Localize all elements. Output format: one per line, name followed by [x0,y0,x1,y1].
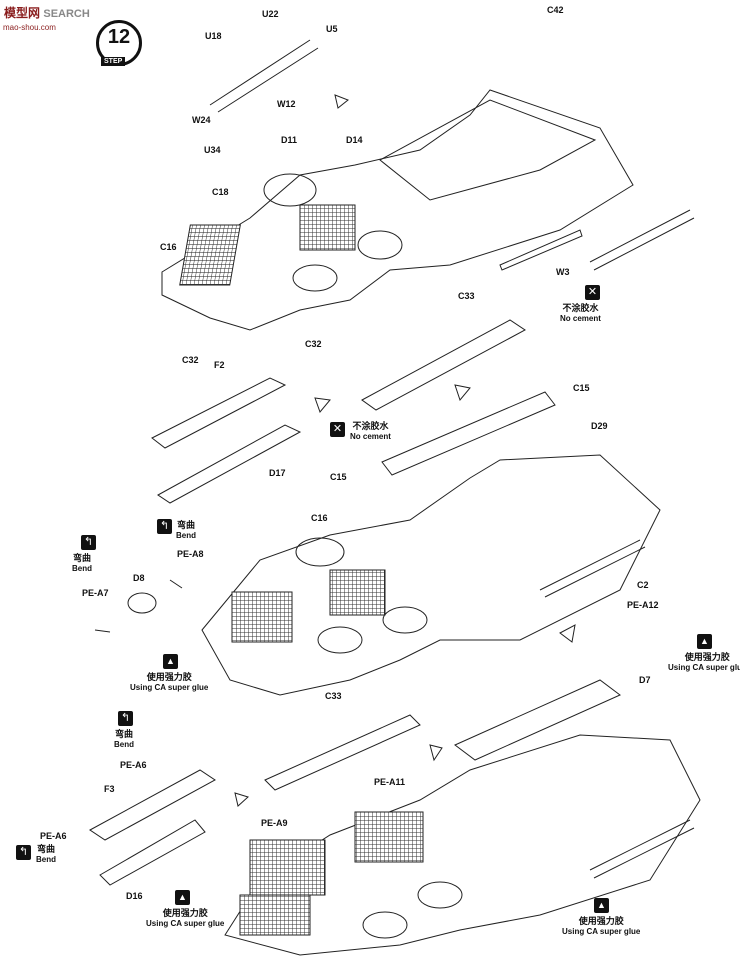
step-badge: 12 STEP [96,20,142,66]
bend-icon [81,535,96,550]
panel-d16 [99,819,206,886]
no-cement-icon [585,285,600,300]
part-label-c15: C15 [330,472,347,482]
panel-f3 [89,769,216,841]
bend-icon [16,845,31,860]
part-label-d8: D8 [133,573,145,583]
part-label-d29: D29 [591,421,608,431]
part-label-c42: C42 [547,5,564,15]
glue-icon [594,898,609,913]
hull-middle [201,454,661,696]
panel-d17 [157,424,302,504]
part-label-d16: D16 [126,891,143,901]
part-label-c32: C32 [182,355,199,365]
part-label-u18: U18 [205,31,222,41]
part-label-c16: C16 [311,513,328,523]
part-label-c33: C33 [458,291,475,301]
part-label-pe-a6: PE-A6 [40,831,67,841]
part-label-u34: U34 [204,145,221,155]
part-label-pe-a11: PE-A11 [374,777,406,787]
part-label-w3: W3 [556,267,570,277]
step-label: STEP [101,57,126,66]
panel-c33-bottom [264,714,421,791]
hull-bottom [224,734,701,956]
part-label-c15: C15 [573,383,590,393]
part-label-d7: D7 [639,675,651,685]
panel-f2 [151,377,287,449]
bend-icon [157,519,172,534]
part-label-f3: F3 [104,784,115,794]
part-label-c18: C18 [212,187,229,197]
part-label-u5: U5 [326,24,338,34]
panel-c33-mid [381,391,556,476]
part-label-c33: C33 [325,691,342,701]
part-label-pe-a6: PE-A6 [120,760,147,770]
glue-icon [163,654,178,669]
part-label-w24: W24 [192,115,211,125]
glue-icon [175,890,190,905]
step-number: 12 [107,26,131,48]
no-cement-icon [330,422,345,437]
part-label-w12: W12 [277,99,296,109]
part-label-u22: U22 [262,9,279,19]
part-label-c2: C2 [637,580,649,590]
part-label-pe-a7: PE-A7 [82,588,109,598]
part-label-d14: D14 [346,135,363,145]
part-label-pe-a9: PE-A9 [261,818,288,828]
part-label-pe-a12: PE-A12 [627,600,659,610]
part-label-d11: D11 [281,135,298,145]
watermark-logo: 模型网 SEARCH [4,6,90,20]
panel-c33-top [361,319,526,411]
part-label-d17: D17 [269,468,286,478]
part-label-c32: C32 [305,339,322,349]
glue-icon [697,634,712,649]
hull-top [161,89,634,331]
part-label-pe-a8: PE-A8 [177,549,204,559]
part-label-f2: F2 [214,360,225,370]
bend-icon [118,711,133,726]
part-label-c16: C16 [160,242,177,252]
watermark-url: mao-shou.com [3,23,56,32]
